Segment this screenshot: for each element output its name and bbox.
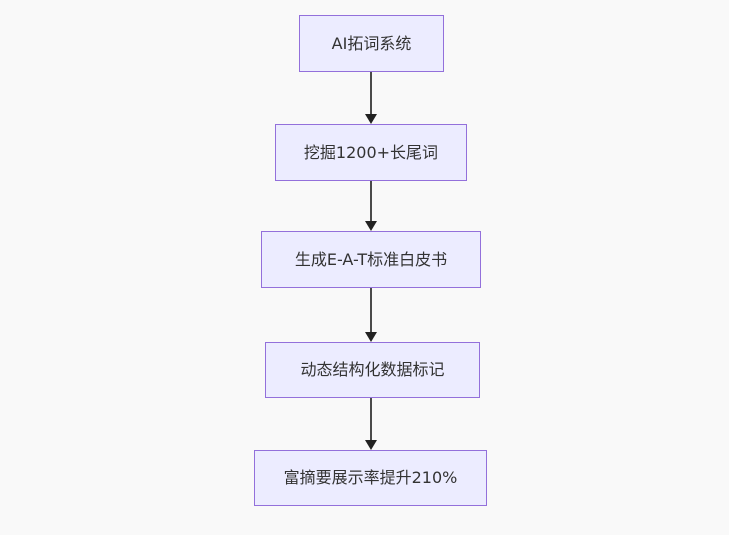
flow-node-label: 动态结构化数据标记 [300,360,445,380]
arrow-line [370,72,372,114]
flow-node-label: 生成E-A-T标准白皮书 [294,249,448,269]
arrow-line [370,181,372,221]
flow-arrow-2 [365,181,377,231]
arrowhead-down-icon [365,114,377,124]
flow-arrow-1 [365,72,377,124]
arrowhead-down-icon [365,221,377,231]
flow-node-ai-word-expansion-system: AI拓词系统 [299,15,444,72]
flow-arrow-3 [365,288,377,342]
arrow-line [370,288,372,332]
arrowhead-down-icon [365,332,377,342]
arrowhead-down-icon [365,440,377,450]
flow-arrow-4 [365,398,377,450]
flow-node-label: AI拓词系统 [331,33,412,53]
flow-node-dynamic-structured-data-markup: 动态结构化数据标记 [265,342,480,398]
flow-node-generate-eat-whitepaper: 生成E-A-T标准白皮书 [261,231,481,288]
arrow-line [370,398,372,440]
flow-node-mine-longtail-keywords: 挖掘1200+长尾词 [275,124,467,181]
flow-node-label: 挖掘1200+长尾词 [303,142,439,162]
flow-node-label: 富摘要展示率提升210% [283,468,458,488]
flow-node-rich-snippet-rate-increase: 富摘要展示率提升210% [254,450,487,506]
